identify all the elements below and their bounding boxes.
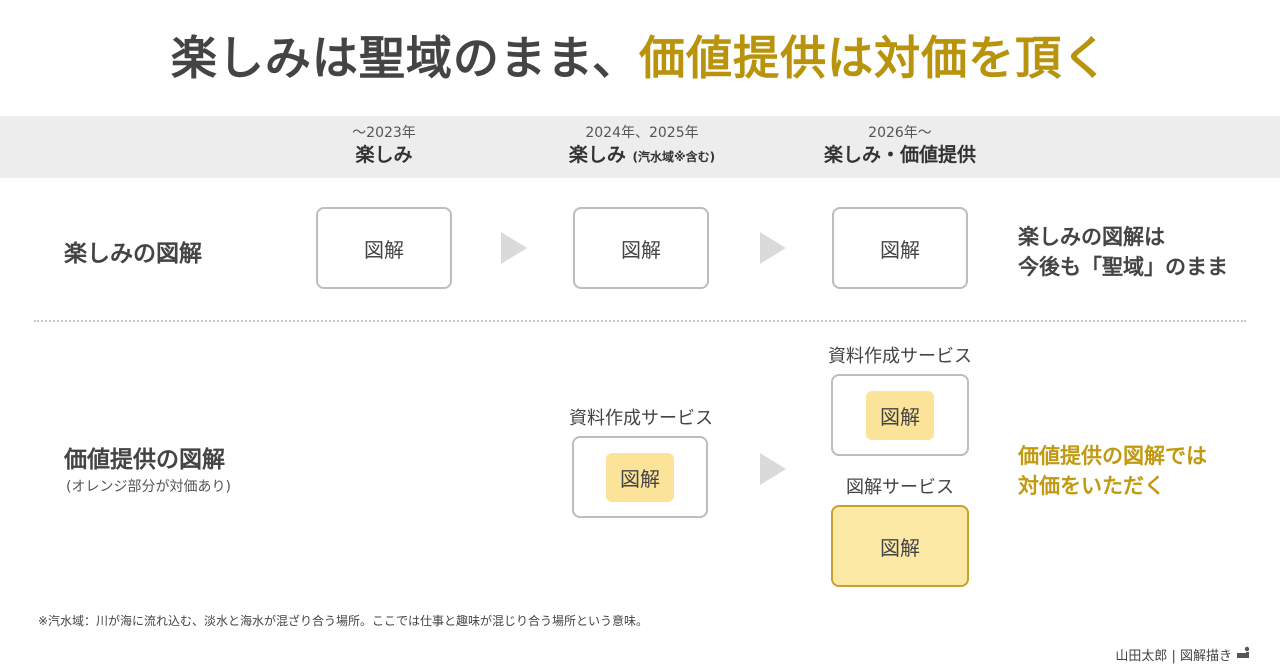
title-part-2-highlight: 価値提供は対価を頂く: [639, 31, 1110, 85]
column-header-2023: ～2023年 楽しみ: [254, 116, 514, 168]
column-label: 楽しみ: [355, 144, 413, 166]
column-label: 楽しみ (汽水域※含む): [568, 144, 716, 166]
service-caption: 資料作成サービス: [828, 346, 972, 367]
value-diagram-box-2024: 図解: [572, 436, 708, 518]
arrow-right-icon: [501, 232, 527, 264]
arrow-right-icon: [760, 453, 786, 485]
row-label-fun: 楽しみの図解: [64, 241, 202, 267]
fun-diagram-box-2023: 図解: [316, 207, 452, 289]
column-header-band: [0, 116, 1280, 178]
paid-part-highlight: 図解: [866, 390, 934, 440]
page-title: 楽しみは聖域のまま、価値提供は対価を頂く: [0, 22, 1280, 88]
title-part-1: 楽しみは聖域のまま、: [170, 31, 640, 85]
column-header-2026: 2026年～ 楽しみ・価値提供: [770, 116, 1030, 168]
fun-side-note: 楽しみの図解は 今後も「聖域」のまま: [1018, 225, 1228, 279]
column-year: 2024年、2025年: [585, 125, 699, 141]
value-diagram-box-2026-material: 図解: [831, 374, 969, 456]
footnote: ※汽水域：川が海に流れ込む、淡水と海水が混ざり合う場所。ここでは仕事と趣味が混じ…: [38, 614, 649, 628]
service-caption: 資料作成サービス: [569, 408, 713, 429]
column-label: 楽しみ・価値提供: [823, 144, 976, 166]
row-label-value: 価値提供の図解: [64, 447, 225, 473]
row-divider: [34, 320, 1246, 322]
column-year: 2026年～: [868, 125, 932, 141]
fun-diagram-box-2024: 図解: [573, 207, 709, 289]
value-diagram-box-2026-diagram-service: 図解: [831, 505, 969, 587]
fun-diagram-box-2026: 図解: [832, 207, 968, 289]
column-header-2024-2025: 2024年、2025年 楽しみ (汽水域※含む): [512, 116, 772, 170]
drawing-person-icon: [1237, 646, 1250, 658]
column-note: (汽水域※含む): [632, 150, 716, 164]
service-caption: 図解サービス: [846, 477, 954, 498]
column-year: ～2023年: [352, 125, 416, 141]
author-credit: 山田太郎 | 図解描き: [1115, 649, 1232, 664]
value-side-note: 価値提供の図解では 対価をいただく: [1018, 444, 1207, 498]
row-sublabel-value: (オレンジ部分が対価あり): [66, 479, 231, 495]
arrow-right-icon: [760, 232, 786, 264]
paid-part-highlight: 図解: [606, 452, 674, 502]
